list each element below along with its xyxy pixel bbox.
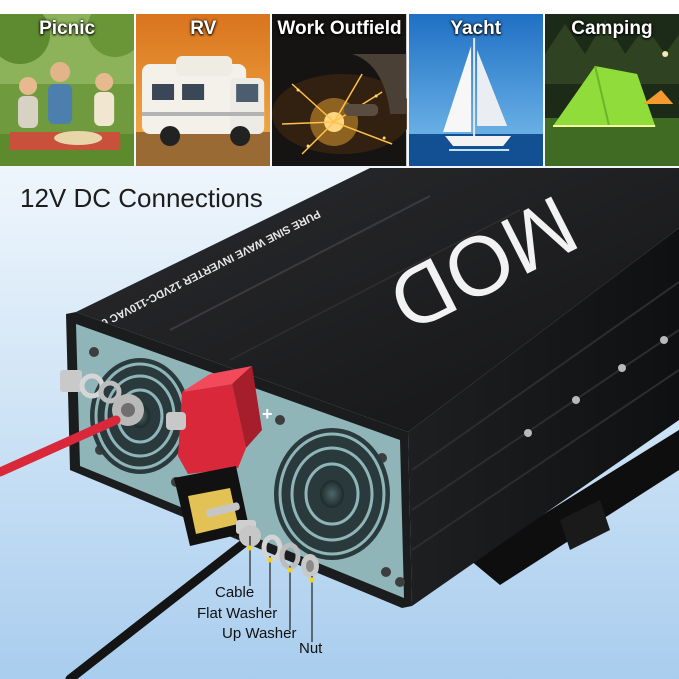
picnic-photo-icon: [0, 14, 135, 166]
usage-scenes-strip: Picnic RV: [0, 14, 679, 166]
positive-bolt: [60, 370, 82, 392]
callout-up-washer: Up Washer: [222, 625, 297, 642]
scene-label-rv: RV: [190, 18, 217, 39]
mounting-foot: [470, 430, 679, 585]
panel-screw: [275, 415, 285, 425]
scene-label-picnic: Picnic: [39, 18, 96, 39]
scene-label-work-outfield: Work Outfield: [277, 18, 402, 39]
panel-screw: [395, 577, 405, 587]
side-screw: [572, 396, 580, 404]
mounting-foot: [560, 500, 610, 550]
connections-heading: 12V DC Connections: [20, 183, 263, 213]
callout-flat-washer: Flat Washer: [197, 605, 278, 622]
scene-picnic: Picnic: [0, 14, 135, 166]
ring-washer: [98, 380, 122, 404]
scene-rv: RV: [136, 14, 271, 166]
sailboat-photo-icon: [408, 14, 543, 166]
negative-cable: [65, 535, 253, 679]
welding-photo-icon: [272, 14, 407, 166]
right-cooling-fan: [274, 428, 390, 560]
side-screw: [618, 364, 626, 372]
side-screw: [524, 429, 532, 437]
inverter-side-face: [408, 228, 679, 606]
scene-label-yacht: Yacht: [450, 18, 502, 39]
scene-label-camping: Camping: [571, 18, 653, 39]
callout-nut: Nut: [299, 640, 323, 657]
panel-screw: [89, 347, 99, 357]
callout-cable: Cable: [215, 584, 255, 601]
positive-cable: [0, 415, 121, 477]
scene-work-outfield: Work Outfield: [272, 14, 407, 166]
rv-photo-icon: [136, 14, 271, 166]
positive-terminal-cover: [178, 384, 246, 474]
inverter-top-face: [76, 168, 679, 432]
positive-symbol: +: [262, 404, 273, 424]
tent-photo-icon: [544, 14, 679, 166]
scene-camping: Camping: [544, 14, 679, 166]
side-screw: [660, 336, 668, 344]
panel-screw: [381, 567, 391, 577]
scene-yacht: Yacht: [408, 14, 543, 166]
